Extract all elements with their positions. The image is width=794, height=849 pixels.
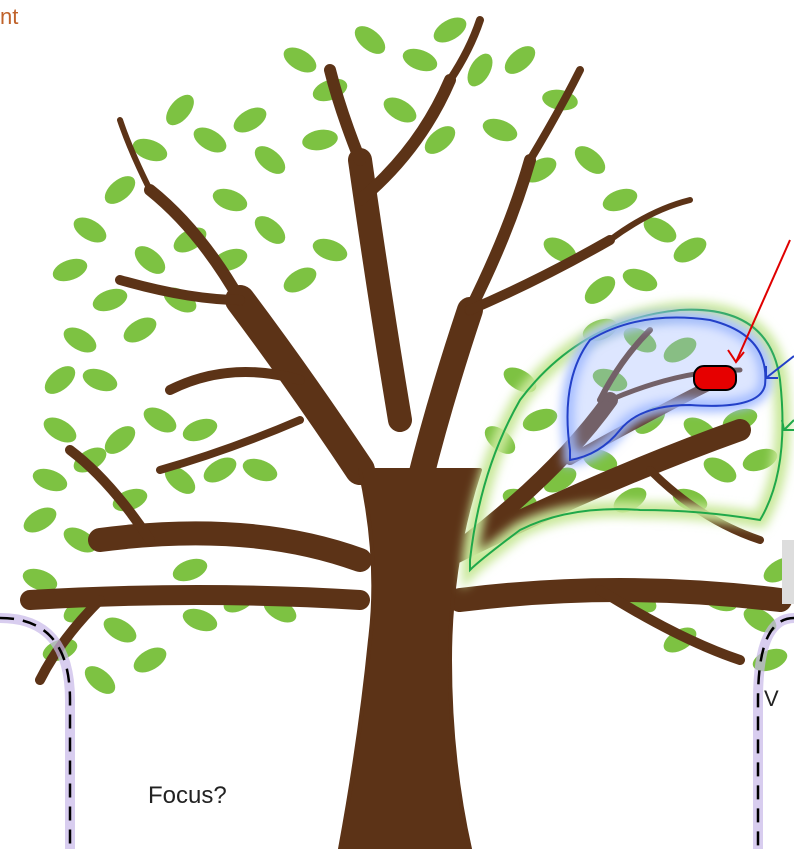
leaf: [84, 666, 116, 694]
leaf: [504, 46, 536, 74]
focus-label: Focus?: [148, 782, 227, 809]
red-marker: [693, 365, 737, 391]
leaf: [32, 468, 68, 492]
leaf: [233, 107, 267, 133]
leaf: [52, 258, 88, 282]
leaf: [584, 276, 616, 304]
leaf: [433, 17, 467, 43]
leaf: [63, 527, 97, 553]
leaf: [63, 327, 97, 353]
leaf: [134, 246, 166, 274]
blue-arrow: [765, 355, 794, 379]
leaf: [143, 407, 177, 433]
leaf: [92, 288, 128, 312]
leaf: [104, 176, 136, 204]
leaf: [166, 94, 194, 126]
leaf: [643, 217, 677, 243]
leaf: [123, 317, 157, 343]
leaf: [212, 188, 248, 212]
green-region-outline: [462, 301, 791, 590]
leaf: [182, 418, 218, 442]
leaf-cluster: [22, 17, 794, 694]
leaf: [44, 366, 76, 394]
leaf: [543, 237, 577, 263]
leaf: [574, 146, 606, 174]
leaf: [283, 47, 317, 73]
leaf: [254, 216, 286, 244]
leaf: [673, 237, 707, 263]
leaf: [402, 48, 438, 72]
red-arrow: [727, 239, 791, 364]
leaf: [354, 26, 386, 54]
left-dashed-arch: [0, 613, 75, 849]
leaf: [43, 417, 77, 443]
leaf: [703, 457, 737, 483]
leaf: [622, 268, 658, 292]
blue-region-outline: [561, 311, 772, 468]
leaf: [103, 617, 137, 643]
leaf: [22, 568, 58, 592]
leaf: [164, 466, 196, 494]
leaf: [182, 608, 218, 632]
leaf: [104, 426, 136, 454]
leaf: [203, 457, 237, 483]
leaf: [193, 127, 227, 153]
right-label-fragment: V: [764, 686, 779, 711]
leaf: [312, 238, 348, 262]
leaf: [424, 126, 456, 154]
leaf: [73, 217, 107, 243]
leaf: [254, 146, 286, 174]
leaf: [172, 558, 208, 582]
leaf: [482, 118, 518, 142]
leaf: [242, 458, 278, 482]
top-label-fragment: nt: [0, 4, 19, 29]
leaf: [467, 53, 493, 87]
leaf: [132, 138, 168, 162]
leaf: [133, 647, 167, 673]
leaf: [743, 607, 777, 633]
green-arrow: [781, 419, 794, 431]
leaf: [283, 267, 317, 293]
leaf: [82, 368, 118, 392]
gray-block: [782, 540, 794, 604]
leaf: [383, 97, 417, 123]
leaf: [742, 448, 778, 472]
leaf: [522, 408, 558, 432]
leaf: [302, 129, 338, 151]
leaf: [602, 188, 638, 212]
leaf: [23, 507, 57, 533]
right-dashed-arch: [753, 613, 794, 849]
